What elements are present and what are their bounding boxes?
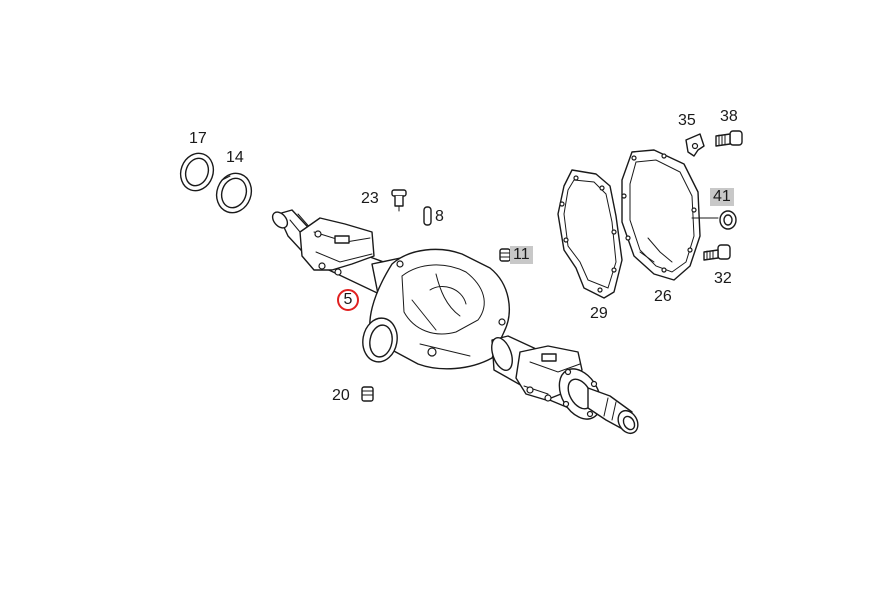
- callout-23[interactable]: 23: [361, 190, 379, 207]
- diff-cover-26[interactable]: [621, 149, 719, 281]
- plug-20[interactable]: [361, 386, 374, 402]
- seal-ring-14[interactable]: [211, 168, 257, 217]
- gasket-29[interactable]: [557, 169, 623, 299]
- callout-35[interactable]: 35: [678, 112, 696, 129]
- callout-14[interactable]: 14: [226, 149, 244, 166]
- callout-26[interactable]: 26: [654, 288, 672, 305]
- callout-38[interactable]: 38: [720, 108, 738, 125]
- bolt-38[interactable]: [715, 130, 743, 147]
- callout-20[interactable]: 20: [332, 387, 350, 404]
- callout-41[interactable]: 41: [710, 188, 734, 206]
- callout-8[interactable]: 8: [435, 208, 444, 225]
- nut-41[interactable]: [719, 210, 737, 230]
- bolt-32[interactable]: [703, 244, 731, 261]
- callout-29[interactable]: 29: [590, 305, 608, 322]
- callout-11[interactable]: 11: [510, 246, 533, 264]
- plug-11[interactable]: [499, 248, 511, 262]
- callout-5-selected[interactable]: 5: [337, 289, 359, 311]
- breather-23[interactable]: [391, 189, 407, 212]
- callout-17[interactable]: 17: [189, 130, 207, 147]
- dowel-pin-8[interactable]: [423, 206, 432, 226]
- axle-housing-5[interactable]: [270, 209, 642, 437]
- seal-ring-17[interactable]: [175, 149, 218, 196]
- bracket-clip-35[interactable]: [685, 133, 705, 157]
- callout-32[interactable]: 32: [714, 270, 732, 287]
